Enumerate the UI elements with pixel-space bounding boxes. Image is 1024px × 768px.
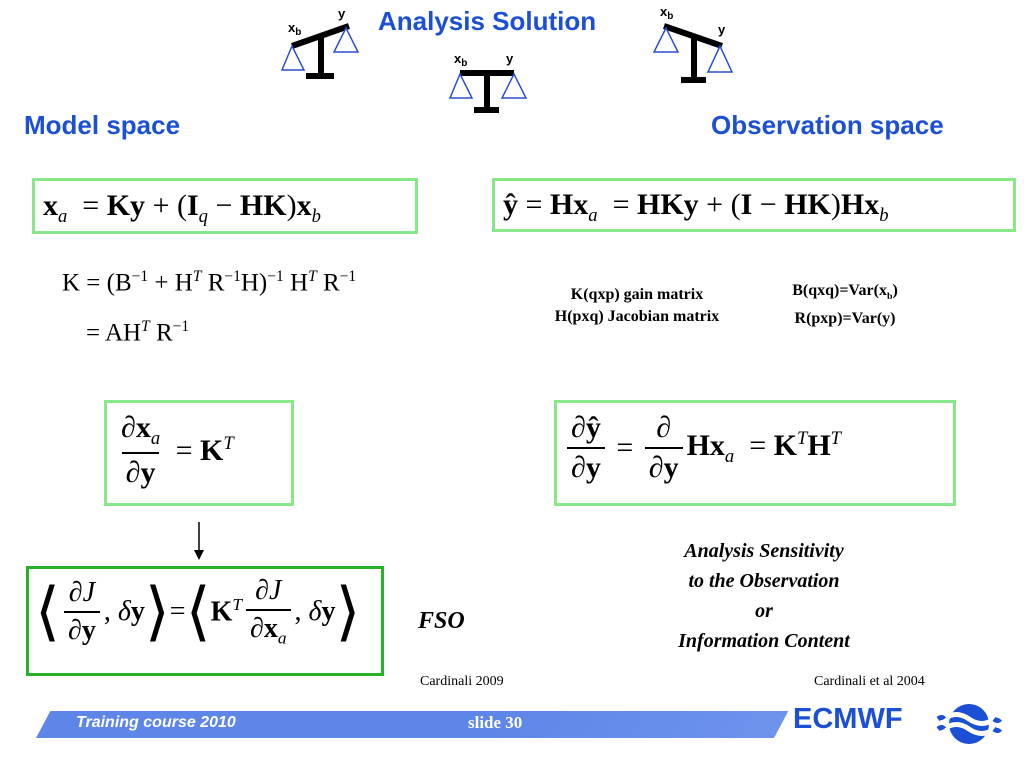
fso-label: FSO [418,608,465,634]
gain-matrix-note: K(qxp) gain matrix [570,286,704,303]
xb-label: xb [288,20,301,38]
citation-right: Cardinali et al 2004 [814,674,925,689]
y-label: y [338,6,346,21]
observation-covariance-note: R(pxp)=Var(y) [794,310,896,328]
sensitivity-line-2: to the Observation [688,570,840,592]
ecmwf-logo-text: ECMWF [793,703,903,735]
sensitivity-line-3: or [755,600,773,622]
ecmwf-logo-icon [936,704,1002,744]
matrix-dimension-notes: K(qxp) gain matrix H(pxq) Jacobian matri… [528,284,746,328]
observation-equation: ŷ = Hxa = HKy + (I − HK)Hxb [503,188,889,226]
observation-sensitivity-equation: ∂ŷ∂y = ∂∂y Hxa = KTHT [563,411,841,485]
analysis-sensitivity-equation-box: ∂xa∂y = KT [104,400,294,506]
slide-number: slide 30 [468,713,523,732]
sensitivity-line-4: Information Content [678,630,850,652]
jacobian-matrix-note: H(pxq) Jacobian matrix [554,308,720,325]
analysis-sensitivity-equation: ∂xa∂y = KT [121,411,234,489]
page-title: Analysis Solution [378,6,597,36]
sensitivity-description: Analysis Sensitivity to the Observation … [634,536,894,656]
balance-scale-level-icon: xb y [448,51,528,113]
observation-sensitivity-equation-box: ∂ŷ∂y = ∂∂y Hxa = KTHT [554,400,956,506]
gain-matrix-formula: K = (B−1 + HT R−1H)−1 HT R−1 [62,268,357,297]
balance-scale-tilted-left-icon: xb y [280,6,360,79]
xb-label: xb [660,4,673,22]
fso-equation: ⟨ ∂J∂y , δy ⟩ = ⟨ KT ∂J∂xa , δy ⟩ [35,575,361,648]
y-label: y [718,22,726,37]
balance-scale-tilted-right-icon: xb y [652,4,734,83]
background-covariance-note: B(qxq)=Var(xb) [792,282,898,303]
analysis-equation-box: xa = Ky + (Iq − HK)xb [32,178,418,234]
xb-label: xb [454,51,467,69]
fso-equation-box: ⟨ ∂J∂y , δy ⟩ = ⟨ KT ∂J∂xa , δy ⟩ [26,566,384,676]
model-space-heading: Model space [24,110,181,140]
observation-equation-box: ŷ = Hxa = HKy + (I − HK)Hxb [492,178,1016,232]
sensitivity-line-1: Analysis Sensitivity [684,540,844,562]
y-label: y [506,51,514,66]
covariance-notes: B(qxq)=Var(xb) R(pxp)=Var(y) [770,280,920,330]
down-arrow-icon [194,522,204,560]
observation-space-heading: Observation space [711,110,944,140]
footer-course-label: Training course 2010 [76,714,236,731]
gain-matrix-simplified: = AHT R−1 [86,318,190,347]
analysis-equation: xa = Ky + (Iq − HK)xb [43,189,321,227]
citation-left: Cardinali 2009 [420,674,504,689]
